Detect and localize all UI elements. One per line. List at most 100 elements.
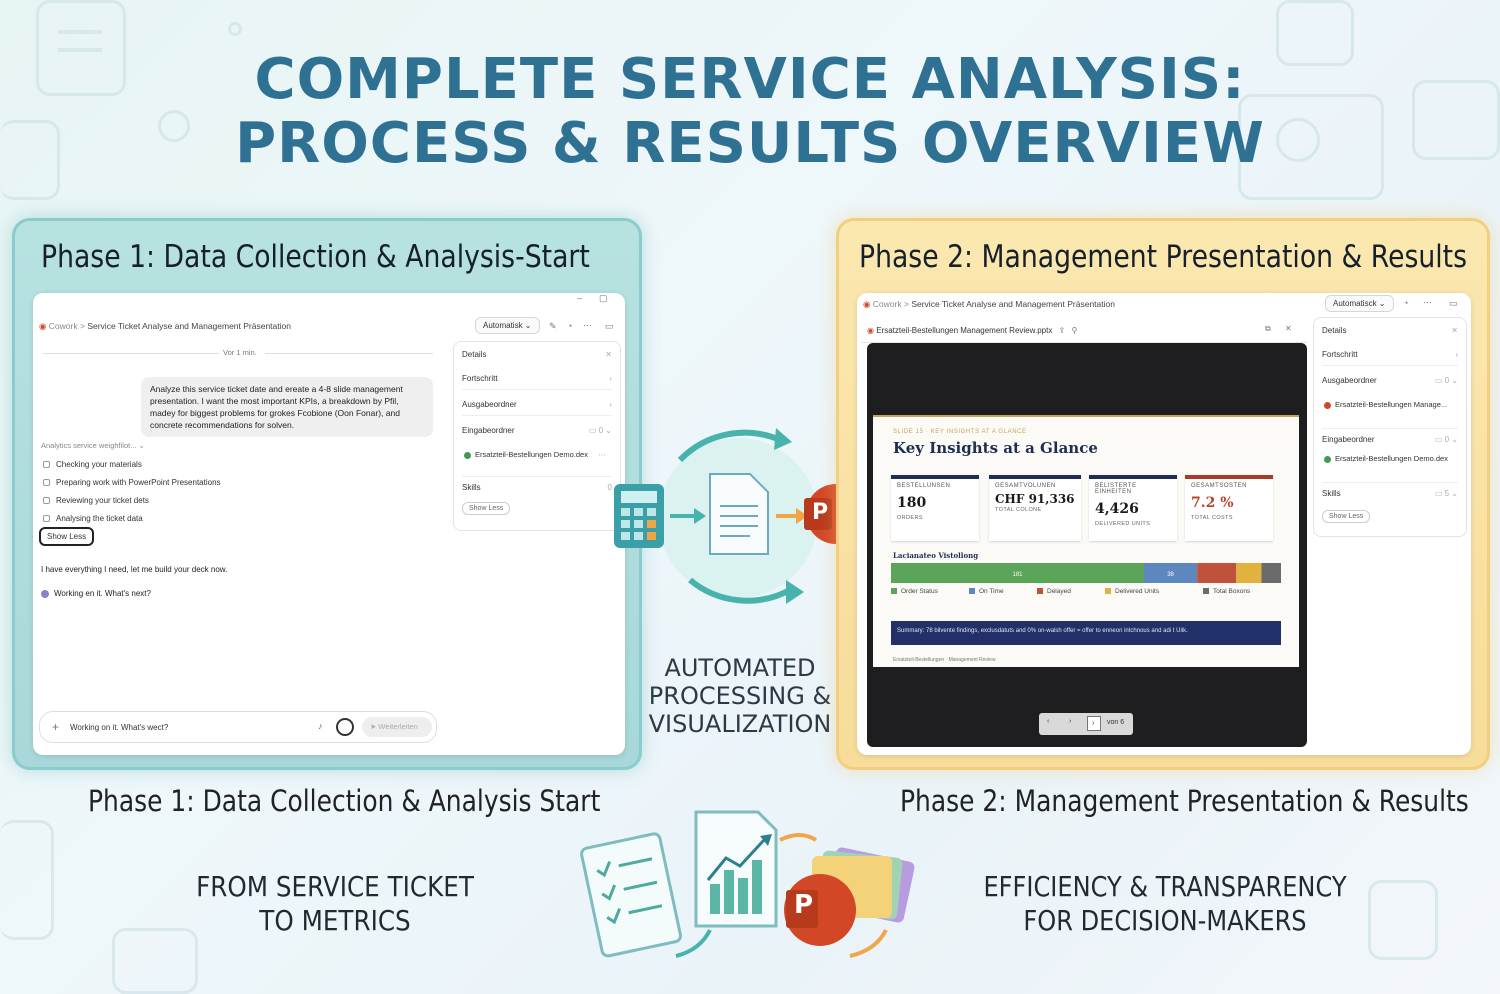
pin-icon[interactable]: ⚲ (1071, 326, 1078, 335)
arrow-to-slides (779, 833, 818, 842)
breadcrumb-root[interactable]: Cowork (872, 299, 902, 309)
legend-item: Delivered Units (1105, 588, 1159, 595)
sidebar-item-input-folder[interactable]: Eingabeordner▭ 0 ⌄ (1322, 428, 1458, 450)
sidebar-item-skills[interactable]: Skills▭ 5 ⌄ (1322, 482, 1458, 504)
legend-swatch (891, 588, 897, 595)
sidebar-item-progress[interactable]: Fortschritt› (1322, 350, 1458, 366)
send-button[interactable]: ➤ Weiterleiten (362, 717, 432, 737)
kpi-sub: ORDERS (897, 515, 923, 521)
middle-label-line-1: AUTOMATED (664, 654, 816, 682)
sidebar-item-progress[interactable]: Fortschritt› (462, 374, 612, 390)
sidebar-show-less-button[interactable]: Show Less (462, 502, 511, 515)
sidebar-show-less-button[interactable]: Show Less (1322, 510, 1371, 523)
chevron-down-icon: ▭ 0 ⌄ (588, 426, 612, 435)
chat-input-text[interactable]: Working on it. What's wect? (70, 723, 169, 732)
mic-icon[interactable]: ♪ (318, 721, 323, 731)
slide: SLIDE 15 · KEY INSIGHTS AT A GLANCE Key … (873, 415, 1299, 667)
show-less-button[interactable]: Show Less (39, 527, 95, 546)
sidebar-item-input-folder[interactable]: Eingabeordner ▭ 0 ⌄ (462, 426, 612, 441)
legend-item: Delayed (1037, 588, 1071, 595)
sidebar-details-header: Details✕ (462, 350, 612, 365)
maximize-icon[interactable]: ▢ (599, 293, 608, 303)
bar-chart-title: Lacianateo Vistollong (893, 551, 979, 560)
legend-swatch (1037, 588, 1043, 595)
close-icon[interactable]: ✕ (1285, 324, 1292, 333)
panel-toggle-icon[interactable]: ▭ (605, 321, 614, 331)
kpi-card-costs: GESAMTSOSTEN 7.2 % TOTAL COSTS (1185, 475, 1273, 541)
bar-segment-order-status (891, 563, 1145, 583)
step-label: Reviewing your ticket dets (56, 496, 149, 505)
more-icon[interactable]: ⋯ (598, 450, 606, 459)
share-icon[interactable]: ⇪ (1058, 326, 1066, 335)
panel-toggle-icon[interactable]: ▭ (1449, 298, 1458, 308)
mode-dropdown[interactable]: Automatisck ⌄ (1325, 295, 1394, 312)
legend-label: Total Boxons (1213, 588, 1251, 595)
bell-icon[interactable]: ◔ (567, 321, 573, 331)
legend-label: Delayed (1047, 588, 1071, 595)
more-icon[interactable]: ⋯ (1423, 297, 1432, 307)
page-title: COMPLETE SERVICE ANALYSIS: PROCESS & RES… (0, 48, 1500, 176)
bottom-right-line-2: FOR DECISION-MAKERS (1023, 904, 1307, 937)
legend-swatch (969, 588, 975, 595)
kpi-value: 4,426 (1095, 501, 1139, 517)
kpi-value: CHF 91,336 (995, 492, 1075, 506)
current-page-box[interactable]: › (1087, 716, 1101, 731)
kpi-sub: DELIVERED UNITS (1095, 521, 1151, 527)
bell-icon[interactable]: ◔ (1403, 298, 1409, 308)
open-external-icon[interactable]: ⧉ (1265, 324, 1271, 333)
slide-kicker: SLIDE 15 · KEY INSIGHTS AT A GLANCE (893, 429, 1027, 435)
prev-slide-button[interactable]: ‹ (1047, 718, 1050, 725)
bar-segment-delivered-units (1236, 563, 1262, 583)
close-icon[interactable]: ✕ (1451, 326, 1458, 335)
chevron-right-icon: › (1455, 350, 1458, 359)
more-icon[interactable]: ⋯ (583, 320, 592, 330)
skills-count: 0 (607, 483, 612, 492)
page-count: von 6 (1107, 719, 1125, 726)
output-file[interactable]: Ersatzteil-Bestellungen Manage... (1324, 400, 1447, 409)
bottom-right-line-1: EFFICIENCY & TRANSPARENCY (983, 870, 1347, 903)
sidebar-item-output-folder[interactable]: Ausgabeordner› (462, 400, 612, 416)
check-icon (43, 515, 50, 523)
sidebar-item-label: Ausgabeordner (1322, 376, 1377, 385)
app-logo-icon: ◉ (863, 299, 871, 309)
step-label: Analysing the ticket data (56, 514, 143, 523)
minimize-icon[interactable]: – (577, 293, 583, 303)
analytics-header[interactable]: Analytics service weighfilot... ⌄ (41, 441, 145, 450)
chevron-right-icon: › (609, 400, 612, 409)
input-file[interactable]: Ersatzteil-Bestellungen Demo.dex ⋯ (464, 450, 606, 459)
summary-text: Summary: 78 bilvente findings, exclusdat… (897, 628, 1188, 634)
sidebar-item-label: Eingabeordner (1322, 435, 1375, 444)
summary-banner: Summary: 78 bilvente findings, exclusdat… (891, 621, 1281, 645)
breadcrumb: ◉ Cowork > Service Ticket Analyse and Ma… (39, 321, 291, 332)
chat-input[interactable]: + Working on it. What's wect? ♪ ➤ Weiter… (39, 711, 437, 743)
page-title-line-2: PROCESS & RESULTS OVERVIEW (235, 111, 1265, 176)
bg-robot-icon (1412, 80, 1500, 160)
sidebar-item-label: Fortschritt (462, 374, 498, 383)
input-file[interactable]: Ersatzteil-Bestellungen Demo.dex (1324, 454, 1448, 463)
kpi-label: GESAMTSOSTEN (1191, 483, 1248, 489)
breadcrumb-root[interactable]: Cowork (48, 321, 78, 331)
add-icon[interactable]: + (52, 720, 60, 734)
mode-dropdown[interactable]: Automatisk ⌄ (475, 317, 540, 334)
excel-icon (1324, 455, 1331, 463)
kpi-value: 7.2 % (1191, 495, 1234, 511)
next-slide-button[interactable]: › (1069, 718, 1072, 725)
powerpoint-file-icon: ◉ (867, 326, 874, 335)
edit-icon[interactable]: ✎ (549, 321, 557, 331)
bottom-right-label: EFFICIENCY & TRANSPARENCY FOR DECISION-M… (940, 870, 1390, 938)
legend-item: Order Status (891, 588, 938, 595)
input-count: 0 (598, 426, 604, 435)
cycle-arrow-bottom (688, 577, 792, 604)
close-icon[interactable]: ✕ (605, 350, 612, 359)
legend-item: Total Boxons (1203, 588, 1250, 595)
bar-data-label: 38 (1167, 572, 1174, 578)
bg-chart-icon (1238, 94, 1384, 200)
powerpoint-file-icon (1324, 401, 1331, 409)
stop-icon[interactable] (336, 718, 354, 736)
sidebar-item-output-folder[interactable]: Ausgabeordner▭ 0 ⌄ (1322, 376, 1458, 391)
bar-data-label: 181 (1012, 572, 1023, 578)
sidebar-item-label: Eingabeordner (462, 426, 515, 435)
bar-segment-on-time (1144, 563, 1198, 583)
phase-1-app-window: – ▢ ◉ Cowork > Service Ticket Analyse an… (33, 293, 625, 755)
